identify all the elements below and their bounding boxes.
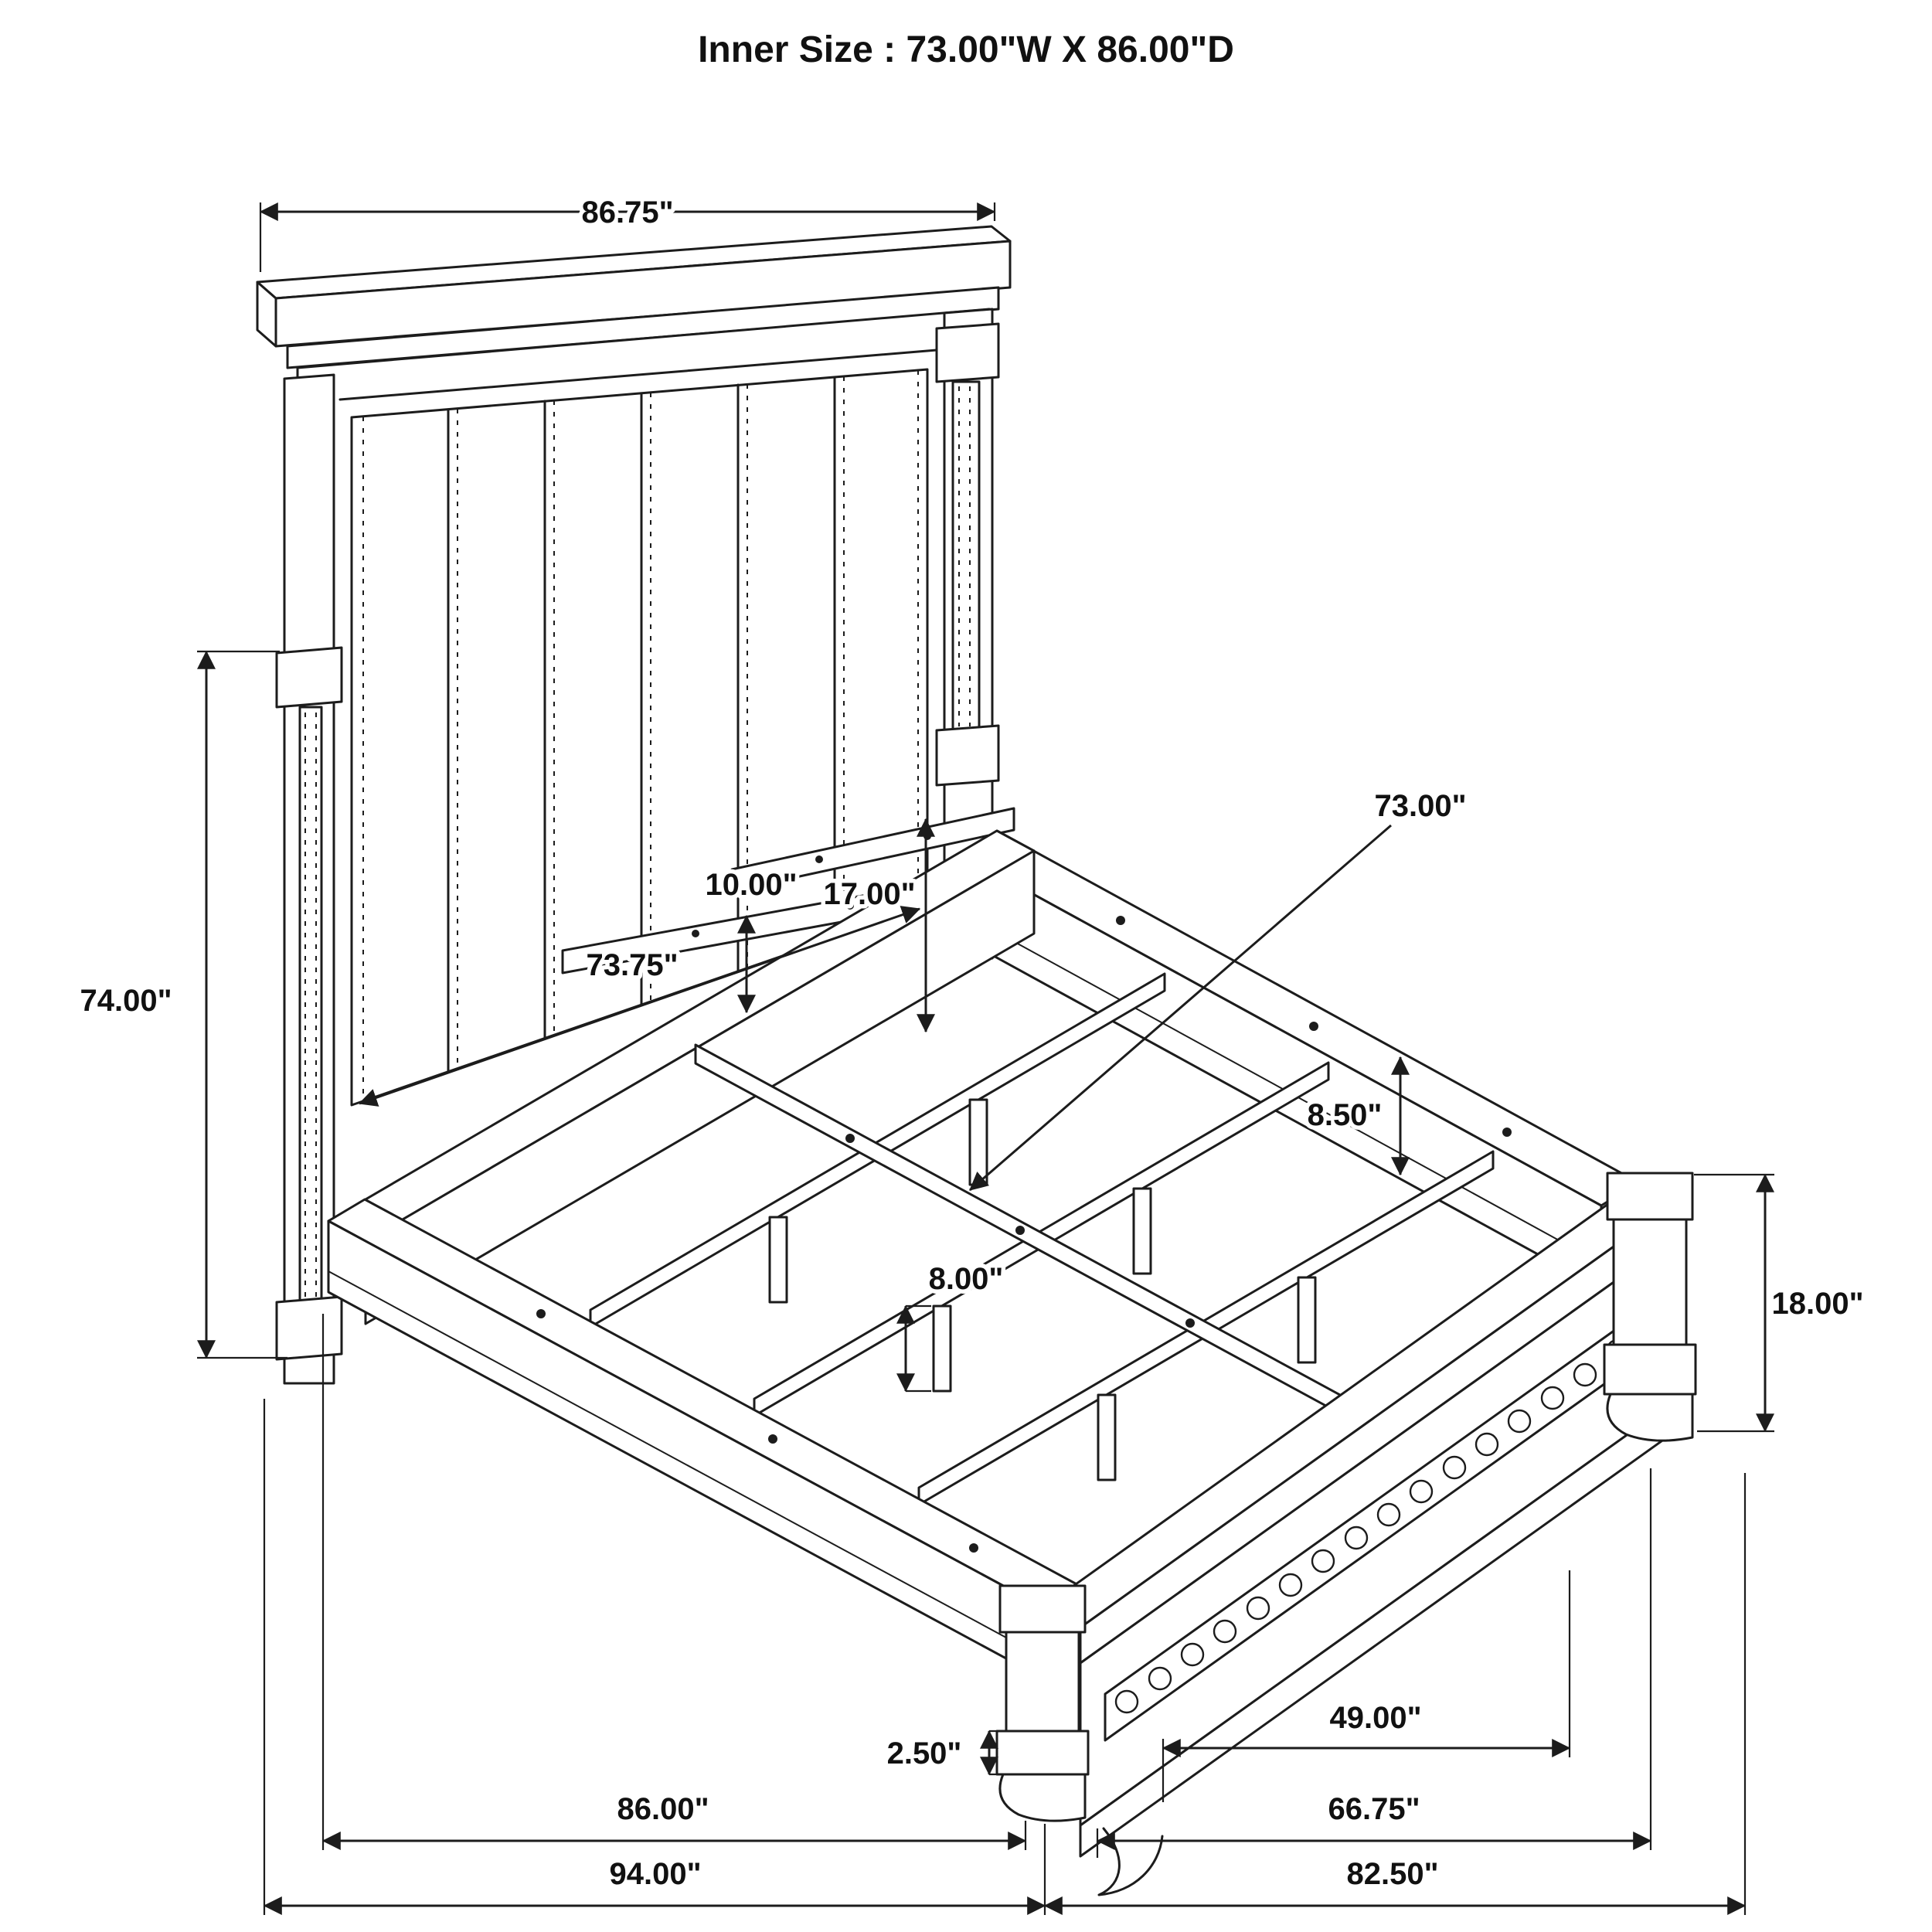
- bolt-hole: [815, 855, 823, 863]
- footboard-left-post-foot: [995, 1730, 1090, 1776]
- slat-leg: [1132, 1187, 1152, 1275]
- headboard-panel-channel-beading: [362, 370, 919, 1101]
- dim-slat-length: 73.00": [969, 785, 1471, 1192]
- right-rail-top-face: [958, 829, 1640, 1207]
- dim-side-rail-length: 86.00": [321, 1314, 1027, 1850]
- bolt-hole: [1309, 1022, 1318, 1031]
- headboard-left-post-cap: [275, 646, 343, 709]
- extension-line: [263, 1399, 1046, 1915]
- headboard-left-post-beading: [304, 713, 317, 1297]
- dim-headboard-panel-width: 73.75": [358, 906, 921, 1107]
- dim-label-foot-height: 2.50": [887, 1736, 962, 1770]
- footboard-bracket: [1097, 1827, 1164, 1896]
- dim-label-footboard-length: 66.75": [1328, 1792, 1420, 1826]
- dim-label-overall-width: 82.50": [1346, 1857, 1438, 1891]
- bolt-hole: [536, 1309, 546, 1318]
- headboard-crown-under-molding: [286, 286, 1000, 369]
- slat-leg: [768, 1216, 788, 1304]
- dim-headboard-rail-drop: 17.00": [819, 818, 935, 1033]
- dim-foot-height: 2.50": [883, 1730, 1003, 1776]
- dim-label-cleat-spacing: 10.00": [705, 868, 797, 902]
- extension-line: [1694, 1173, 1774, 1433]
- dim-cleat-spacing: 10.00": [701, 864, 801, 1014]
- left-rail-molding-line: [328, 1270, 1044, 1658]
- bolt-hole: [969, 1543, 978, 1553]
- dim-side-rail-height: 8.50": [1303, 1056, 1410, 1176]
- dim-headboard-width: 86.75": [259, 192, 996, 272]
- dim-footboard-length: 66.75": [1096, 1468, 1652, 1858]
- right-rail-ledge: [959, 911, 1602, 1264]
- headboard-left-post-base: [275, 1295, 343, 1361]
- dim-footboard-trim-length: 49.00": [1162, 1570, 1571, 1802]
- slat-leg: [1297, 1276, 1317, 1364]
- bolt-hole: [1116, 916, 1125, 925]
- dim-label-slat-length: 73.00": [1374, 789, 1466, 823]
- headboard-panel-channels: [447, 376, 836, 1073]
- footboard-left-scroll-foot: [998, 1773, 1087, 1822]
- bolt-hole: [1502, 1128, 1512, 1137]
- drawing-title: Inner Size : 73.00"W X 86.00"D: [698, 29, 1234, 70]
- footboard-right-post-cap: [1606, 1172, 1694, 1221]
- footboard-right-post-foot: [1603, 1343, 1697, 1396]
- dim-overall-depth: 94.00": [263, 1399, 1046, 1915]
- headboard-panel-frame-line: [338, 349, 938, 401]
- bolt-hole: [692, 930, 699, 937]
- dim-label-side-rail-length: 86.00": [617, 1792, 709, 1826]
- dim-label-side-rail-height: 8.50": [1308, 1098, 1383, 1132]
- headboard-crown-left-end: [256, 281, 277, 348]
- headboard-left-post: [283, 373, 335, 1385]
- slat-leg: [932, 1304, 952, 1393]
- slat-leg: [1097, 1393, 1117, 1481]
- dim-label-headboard-width: 86.75": [581, 196, 673, 230]
- dim-label-footboard-height: 18.00": [1771, 1287, 1863, 1321]
- headboard-right-post-base: [935, 724, 1000, 787]
- dim-support-leg-height: 8.00": [896, 1258, 1008, 1393]
- dim-label-overall-depth: 94.00": [609, 1857, 701, 1891]
- bolt-hole: [1015, 1226, 1025, 1235]
- dimensions: 86.75" 74.00" 73.75" 10.00" 17.00" 73.00…: [76, 192, 1868, 1915]
- dim-label-leg-height: 8.00": [929, 1262, 1004, 1296]
- extension-line: [197, 650, 287, 1359]
- footboard-left-post-cap: [998, 1584, 1087, 1634]
- dimension-line: [358, 906, 921, 1107]
- dim-label-rail-drop: 17.00": [823, 877, 915, 911]
- slat-leg: [968, 1098, 988, 1186]
- dim-footboard-height: 18.00": [1694, 1173, 1868, 1433]
- footboard-right-post: [1612, 1218, 1688, 1346]
- bolt-hole: [768, 1434, 777, 1444]
- bolt-hole: [1185, 1318, 1195, 1328]
- dim-headboard-height: 74.00": [76, 650, 287, 1359]
- headboard-right-post-cap: [935, 322, 1000, 383]
- dim-label-headboard-height: 74.00": [80, 984, 172, 1018]
- footboard-right-scroll-foot: [1606, 1393, 1694, 1442]
- dim-overall-width: 82.50": [1043, 1473, 1747, 1915]
- bolt-hole: [845, 1134, 855, 1143]
- dim-label-panel-width: 73.75": [586, 948, 678, 982]
- footboard-left-post: [1005, 1631, 1080, 1733]
- leader-line: [969, 824, 1392, 1192]
- dim-label-footboard-trim: 49.00": [1329, 1701, 1421, 1735]
